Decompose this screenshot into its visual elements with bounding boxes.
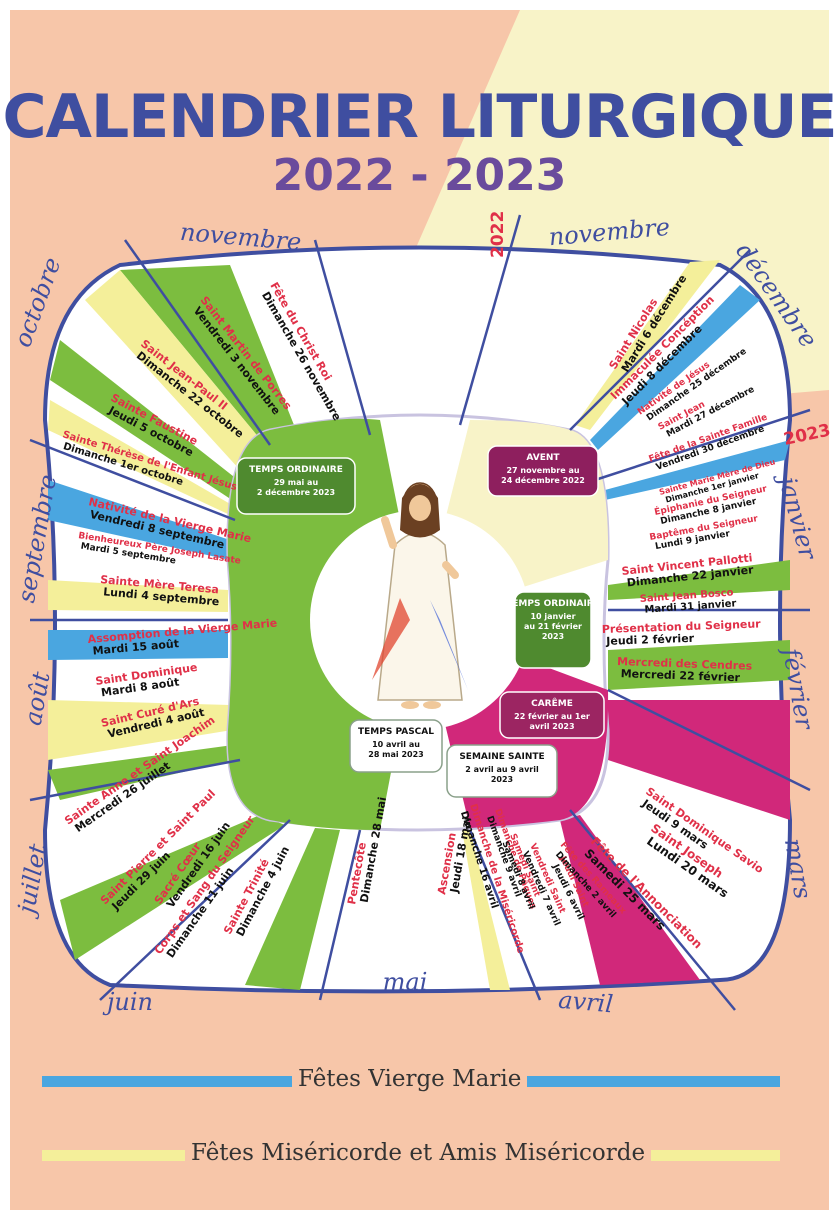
feast-sector: [48, 745, 236, 800]
feast-sector: [48, 400, 232, 515]
year-range: 2022 - 2023: [272, 150, 567, 201]
season-box-bg: [349, 719, 443, 773]
season-title: TEMPS ORDINAIRE: [249, 465, 343, 475]
year-mark-2022: 2022: [488, 211, 508, 258]
season-box-bg: [499, 691, 605, 739]
season-dates: 2023: [491, 775, 513, 784]
feast-sector: [245, 828, 340, 990]
season-dates: 22 février au 1er: [514, 711, 590, 721]
season-box-bg: [514, 591, 592, 669]
divine-mercy-figure: [372, 482, 468, 709]
feast-sector: [560, 815, 700, 985]
feast-date: Jeudi 2 février: [605, 632, 695, 648]
month-label: mai: [383, 968, 428, 996]
feast-sector: [462, 830, 510, 990]
feast-sector: [48, 480, 230, 560]
season-dates: au 21 février: [524, 621, 582, 631]
month-divider-lines: [29, 214, 811, 1011]
season-dates: 2 avril au 9 avril: [465, 765, 539, 774]
month-label: juin: [102, 988, 153, 1016]
season-dates: 10 avril au: [372, 740, 420, 749]
feast-sector: [605, 440, 790, 500]
feast-sector: [60, 815, 285, 960]
month-label: juillet: [11, 841, 52, 920]
season-dates: 28 mai 2023: [368, 750, 423, 759]
season-box-bg: [236, 457, 356, 515]
feast-sector: [48, 630, 228, 660]
feast-sector: [85, 270, 265, 470]
season-dates: avril 2023: [529, 722, 574, 731]
feast-sector: [608, 640, 790, 690]
season-title: AVENT: [526, 453, 560, 463]
feast-name: Mercredi des Cendres: [617, 655, 753, 673]
feast-sector: [590, 285, 760, 450]
feast-sector: [608, 560, 790, 600]
legend-mercy-label: Fêtes Miséricorde et Amis Miséricorde: [185, 1140, 652, 1166]
season-dates: 10 janvier: [530, 612, 575, 621]
season-dates: 24 décembre 2022: [501, 475, 585, 485]
season-dates: 2023: [542, 632, 564, 641]
feast-sectors: [48, 260, 790, 990]
feast-date: Mercredi 22 février: [620, 667, 740, 684]
month-label: novembre: [179, 218, 302, 256]
season-dates: 29 mai au: [274, 478, 319, 487]
feast-sector: [608, 700, 790, 820]
page-title: CALENDRIER LITURGIQUE: [2, 82, 838, 152]
feast-sector: [48, 580, 228, 612]
month-label: avril: [557, 986, 614, 1019]
season-box-bg: [446, 744, 558, 798]
feast-sector: [50, 340, 238, 500]
season-dates: 27 novembre au: [506, 466, 579, 475]
legend-marian-label: Fêtes Vierge Marie: [292, 1066, 528, 1092]
season-title: TEMPS ORDINAIRE: [506, 599, 600, 609]
season-box-bg: [487, 445, 599, 497]
feast-sector: [48, 700, 232, 760]
season-title: TEMPS PASCAL: [358, 727, 434, 737]
season-dates: 2 décembre 2023: [257, 487, 335, 497]
feast-sector: [120, 265, 300, 445]
feast-name: Présentation du Seigneur: [602, 617, 762, 636]
season-box: TEMPS ORDINAIRE 29 mai au2 décembre 2023: [236, 457, 356, 515]
season-title: CARÊME: [531, 697, 573, 709]
season-boxes: TEMPS ORDINAIRE 29 mai au2 décembre 2023 A…: [236, 445, 605, 798]
season-title: SEMAINE SAINTE: [459, 752, 544, 762]
